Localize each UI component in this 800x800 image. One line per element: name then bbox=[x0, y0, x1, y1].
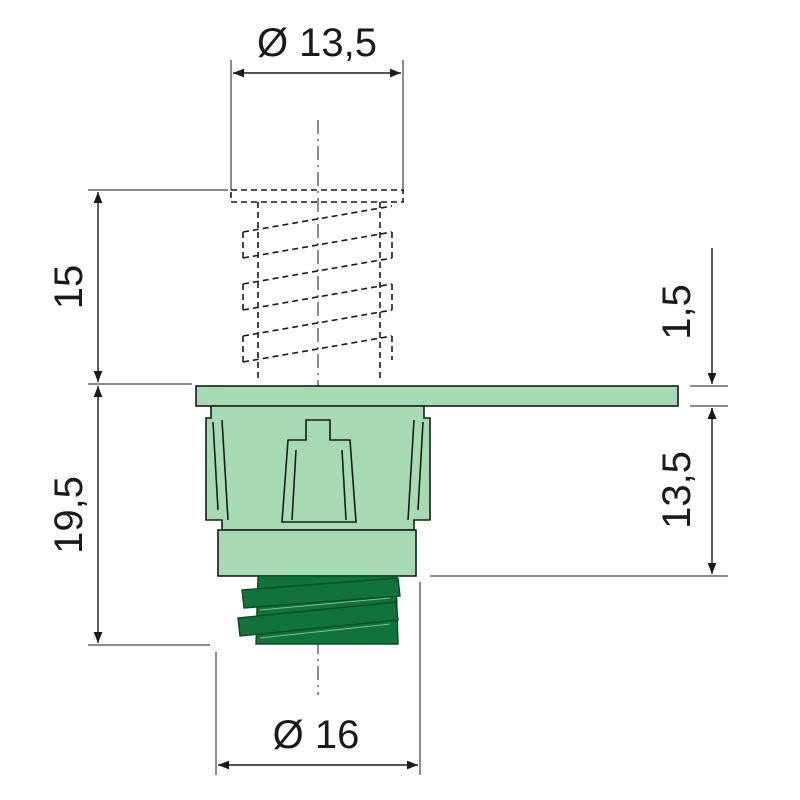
body-collar bbox=[217, 529, 417, 577]
label-bottom-diameter: Ø 16 bbox=[273, 713, 360, 757]
body-rib-right bbox=[417, 421, 424, 511]
flange-plate bbox=[195, 385, 679, 407]
center-pin bbox=[281, 419, 357, 523]
anchor-thread bbox=[237, 575, 401, 645]
label-flange-thickness: 1,5 bbox=[655, 284, 699, 340]
label-lower-height: 19,5 bbox=[47, 476, 91, 554]
body-rib-left bbox=[212, 421, 219, 511]
label-top-diameter: Ø 13,5 bbox=[257, 21, 377, 65]
pin-detail-right bbox=[341, 449, 347, 521]
anchor-body bbox=[205, 405, 431, 577]
thread-turn-1 bbox=[241, 577, 401, 609]
thread-turn-2 bbox=[237, 601, 399, 637]
pin-detail-left bbox=[291, 449, 297, 521]
body-slot-right bbox=[407, 419, 415, 521]
body-slot-left bbox=[221, 419, 229, 521]
screw-head-outline bbox=[230, 189, 404, 203]
dashed-screw bbox=[230, 189, 404, 380]
label-upper-height: 15 bbox=[47, 265, 91, 310]
label-body-height: 13,5 bbox=[655, 451, 699, 529]
thread-highlight bbox=[259, 597, 391, 639]
screw-thread-outline bbox=[242, 202, 393, 380]
